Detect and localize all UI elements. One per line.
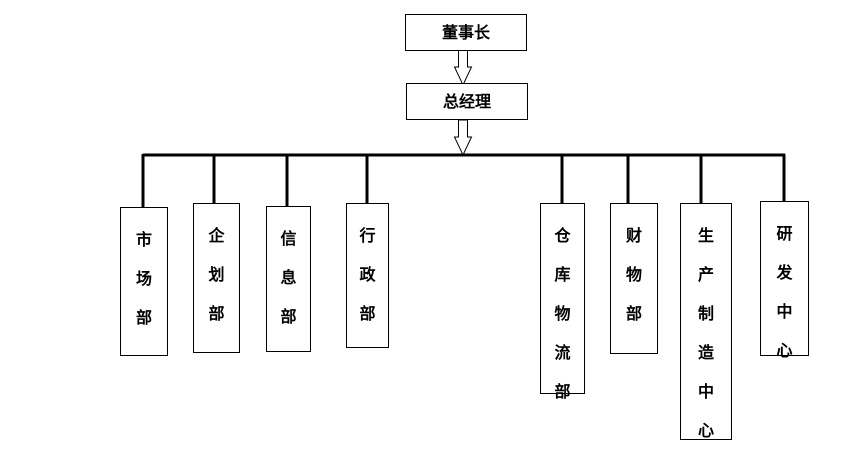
department-label-char: 物 <box>554 304 571 323</box>
department-label-char: 息 <box>280 268 297 287</box>
department-label-char: 部 <box>554 382 571 401</box>
department-label-char: 市 <box>135 230 152 249</box>
department-label-char: 部 <box>135 308 152 327</box>
department-label-char: 财 <box>625 226 642 245</box>
department-label-char: 物 <box>625 265 642 284</box>
department-box-planning: 企 划 部 <box>193 203 240 353</box>
department-label-char: 行 <box>359 226 376 245</box>
general-manager-label: 总经理 <box>442 91 491 111</box>
department-label-char: 心 <box>776 341 793 360</box>
down-arrow-icon <box>453 49 473 87</box>
department-label-char: 部 <box>359 304 376 323</box>
department-box-information: 信 息 部 <box>266 206 311 352</box>
department-label-char: 发 <box>776 263 793 282</box>
department-label-char: 部 <box>625 304 642 323</box>
department-label-char: 中 <box>697 382 714 401</box>
department-label-char: 仓 <box>554 226 571 245</box>
department-label-char: 库 <box>554 265 571 284</box>
department-label-char: 制 <box>697 304 714 323</box>
department-box-rnd-center: 研 发 中 心 <box>760 201 809 360</box>
department-box-administration: 行 政 部 <box>346 203 389 348</box>
chairman-node: 董事长 <box>405 14 527 51</box>
chairman-label: 董事长 <box>441 22 490 42</box>
department-box-production-center: 生 产 制 造 中 心 <box>680 203 732 440</box>
department-label-char: 部 <box>208 304 225 323</box>
department-label-char: 生 <box>697 226 714 245</box>
department-label-char: 部 <box>280 307 297 326</box>
department-label-char: 心 <box>697 421 714 440</box>
down-arrow-icon <box>453 119 473 157</box>
department-label-char: 中 <box>776 302 793 321</box>
department-label-char: 政 <box>359 265 376 284</box>
department-label-char: 流 <box>554 343 571 362</box>
department-box-warehouse-logistics: 仓 库 物 流 部 <box>540 203 585 401</box>
general-manager-node: 总经理 <box>406 83 528 120</box>
department-label-char: 场 <box>135 269 152 288</box>
department-box-finance: 财 物 部 <box>610 203 658 354</box>
department-label-char: 研 <box>776 224 793 243</box>
department-label-char: 划 <box>208 265 225 284</box>
department-label-char: 产 <box>697 265 714 284</box>
department-label-char: 信 <box>280 229 297 248</box>
department-label-char: 造 <box>697 343 714 362</box>
department-label-char: 企 <box>208 226 225 245</box>
department-box-market: 市 场 部 <box>120 207 168 356</box>
